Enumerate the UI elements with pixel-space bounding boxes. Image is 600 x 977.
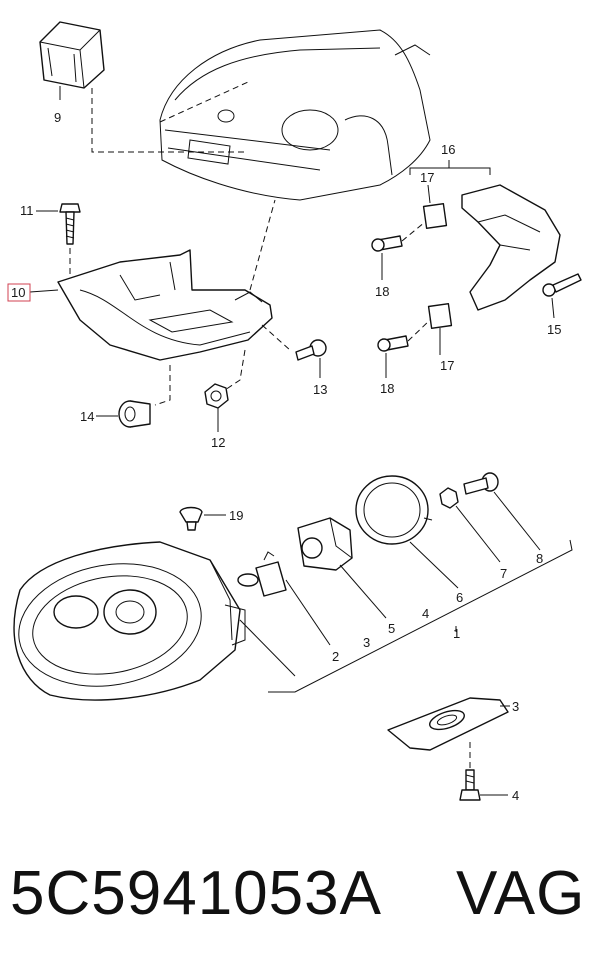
cover-plate-3: [387, 697, 510, 770]
nut-12: [204, 383, 229, 432]
socket-5: [297, 517, 387, 619]
headlight-unit: [13, 541, 296, 701]
screw-8: [463, 472, 541, 551]
callout-4a: 4: [422, 606, 429, 621]
nut-7: [439, 487, 501, 563]
callout-2: 2: [332, 649, 339, 664]
callout-15: 15: [547, 322, 561, 337]
seal-ring-6: [355, 475, 459, 589]
callout-12: 12: [211, 435, 225, 450]
screw-11: [36, 203, 81, 282]
callout-18b: 18: [380, 381, 394, 396]
callout-9: 9: [54, 110, 61, 125]
callout-17b: 17: [440, 358, 454, 373]
screw-13: [295, 339, 327, 378]
cap-19: [179, 506, 226, 531]
callout-8: 8: [536, 551, 543, 566]
highlight-box: [7, 283, 31, 302]
callout-14: 14: [80, 409, 94, 424]
headlight-mount-bracket: [29, 199, 291, 406]
grommet-14: [96, 400, 151, 428]
callout-18a: 18: [375, 284, 389, 299]
callout-16: 16: [441, 142, 455, 157]
caption: 5C5941053A VAG: [0, 858, 600, 938]
callout-6: 6: [456, 590, 463, 605]
callout-4b: 4: [512, 788, 519, 803]
part-number: 5C5941053A: [10, 859, 382, 928]
callout-7: 7: [500, 566, 507, 581]
car-front-outline: [159, 29, 431, 201]
bulb-2: [237, 551, 331, 646]
callout-17a: 17: [420, 170, 434, 185]
callout-10: 10: [11, 285, 25, 300]
callout-11: 11: [20, 203, 34, 218]
assembly-bracket-line: [268, 539, 573, 693]
callout-3a: 3: [363, 635, 370, 650]
screw-4: [459, 769, 508, 801]
callout-3b: 3: [512, 699, 519, 714]
callout-5: 5: [388, 621, 395, 636]
callout-1: 1: [453, 626, 460, 641]
callout-19: 19: [229, 508, 243, 523]
brand-label: VAG: [456, 859, 586, 928]
callout-13: 13: [313, 382, 327, 397]
control-module: [39, 21, 248, 153]
bracket-assembly: [371, 160, 582, 378]
